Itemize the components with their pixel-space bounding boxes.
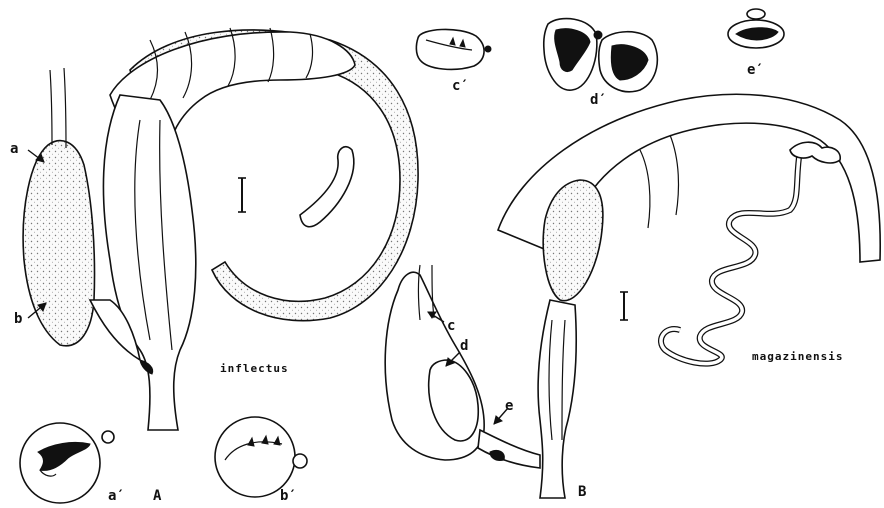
cross-section-d-prime	[544, 19, 658, 92]
label-a: a	[10, 141, 18, 157]
cross-section-c-prime	[416, 29, 491, 69]
specimen-a-sac	[23, 141, 94, 346]
label-d-prime: d′	[590, 92, 607, 108]
species-label-inflectus: inflectus	[220, 362, 289, 375]
specimen-b-coiled-duct	[661, 150, 800, 364]
specimen-b-stalk	[538, 300, 576, 498]
label-c-prime: c′	[452, 78, 469, 94]
panel-label-a: A	[153, 488, 162, 504]
label-c: c	[447, 318, 455, 334]
specimen-a-inner-duct	[300, 147, 354, 227]
label-a-prime: a′	[108, 488, 125, 504]
panel-label-b: B	[578, 484, 586, 500]
specimen-b	[385, 94, 880, 498]
label-d: d	[460, 338, 468, 354]
cross-section-b-prime	[215, 417, 307, 497]
cross-section-e-prime	[728, 9, 784, 48]
cross-section-a-prime	[20, 423, 114, 503]
label-e: e	[505, 398, 513, 414]
label-e-prime: e′	[747, 62, 764, 78]
specimen-a-stalk	[103, 95, 195, 430]
label-b: b	[14, 311, 22, 327]
label-b-prime: b′	[280, 488, 297, 504]
species-label-magazinensis: magazinensis	[752, 350, 843, 363]
